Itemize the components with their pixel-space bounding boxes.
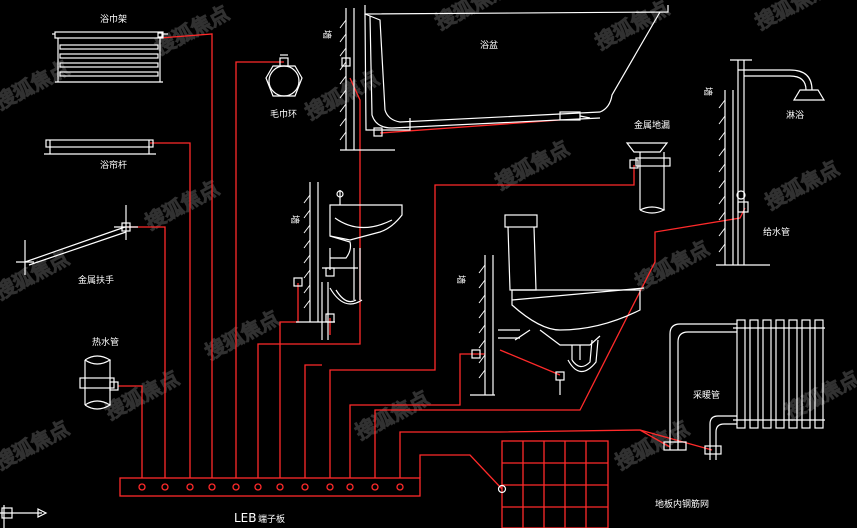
bathtub-wall — [339, 8, 395, 151]
toilet — [498, 214, 645, 395]
basin-wall — [293, 182, 335, 323]
towel-bar — [44, 139, 156, 155]
label-cold-water-pipe: 给水管 — [763, 226, 790, 238]
label-water-pipe-left: 热水管 — [92, 336, 119, 348]
label-heating-pipe: 采暖管 — [693, 389, 720, 401]
leb-terminal-board — [119, 477, 421, 497]
label-floor-rebar: 地板内钢筋网 — [655, 498, 709, 510]
toilet-wall — [470, 255, 495, 396]
label-leb-suffix: 端子板 — [258, 513, 285, 525]
watermark: 搜狐焦点 — [0, 246, 73, 305]
label-towel-ring: 毛巾环 — [270, 108, 297, 120]
shower — [730, 59, 826, 265]
watermark: 搜狐焦点 — [151, 1, 233, 60]
watermark: 搜狐焦点 — [0, 56, 73, 115]
label-metal-floor-drain: 金属地漏 — [634, 119, 670, 131]
watermark: 搜狐焦点 — [591, 0, 673, 54]
towel-rack — [52, 31, 168, 83]
metal-floor-drain — [625, 142, 671, 214]
labels: 浴巾架 毛巾环 浴帘杆 金属扶手 热水管 墙 浴盆 墙 墙 金属地漏 墙 淋浴 … — [78, 13, 804, 525]
watermark: 搜狐焦点 — [431, 0, 513, 34]
axis-indicator — [0, 505, 48, 528]
wash-basin — [321, 190, 403, 340]
label-towel-bar: 浴帘杆 — [100, 159, 127, 171]
metal-handrail — [16, 205, 138, 275]
floor-rebar-mesh — [497, 440, 609, 528]
watermark: 搜狐焦点 — [781, 366, 857, 425]
terminal-dots — [138, 483, 404, 491]
watermark-layer: 搜狐焦点 搜狐焦点 搜狐焦点 搜狐焦点 搜狐焦点 搜狐焦点 搜狐焦点 搜狐焦点 … — [0, 0, 857, 475]
label-towel-rack: 浴巾架 — [100, 13, 127, 25]
watermark: 搜狐焦点 — [201, 306, 283, 365]
label-wall-toilet: 墙 — [455, 275, 467, 284]
shower-wall — [716, 90, 770, 266]
label-wall-bathtub: 墙 — [321, 30, 333, 39]
label-wall-basin: 墙 — [289, 215, 301, 224]
label-wall-shower: 墙 — [702, 87, 714, 96]
watermark: 搜狐焦点 — [141, 176, 223, 235]
label-leb-prefix: LEB — [234, 511, 257, 525]
watermark: 搜狐焦点 — [751, 0, 833, 34]
label-bathtub: 浴盆 — [480, 39, 498, 51]
watermark: 搜狐焦点 — [761, 156, 843, 215]
watermark: 搜狐焦点 — [611, 416, 693, 475]
bathtub — [364, 5, 669, 131]
radiator — [733, 319, 825, 429]
label-shower: 淋浴 — [786, 109, 804, 121]
bonding-conductors — [118, 33, 746, 528]
label-metal-handrail: 金属扶手 — [78, 274, 114, 286]
watermark: 搜狐焦点 — [0, 416, 73, 475]
towel-ring — [265, 54, 303, 97]
heating-pipe — [663, 323, 737, 460]
watermark: 搜狐焦点 — [351, 386, 433, 445]
water-pipe-left — [79, 355, 119, 410]
